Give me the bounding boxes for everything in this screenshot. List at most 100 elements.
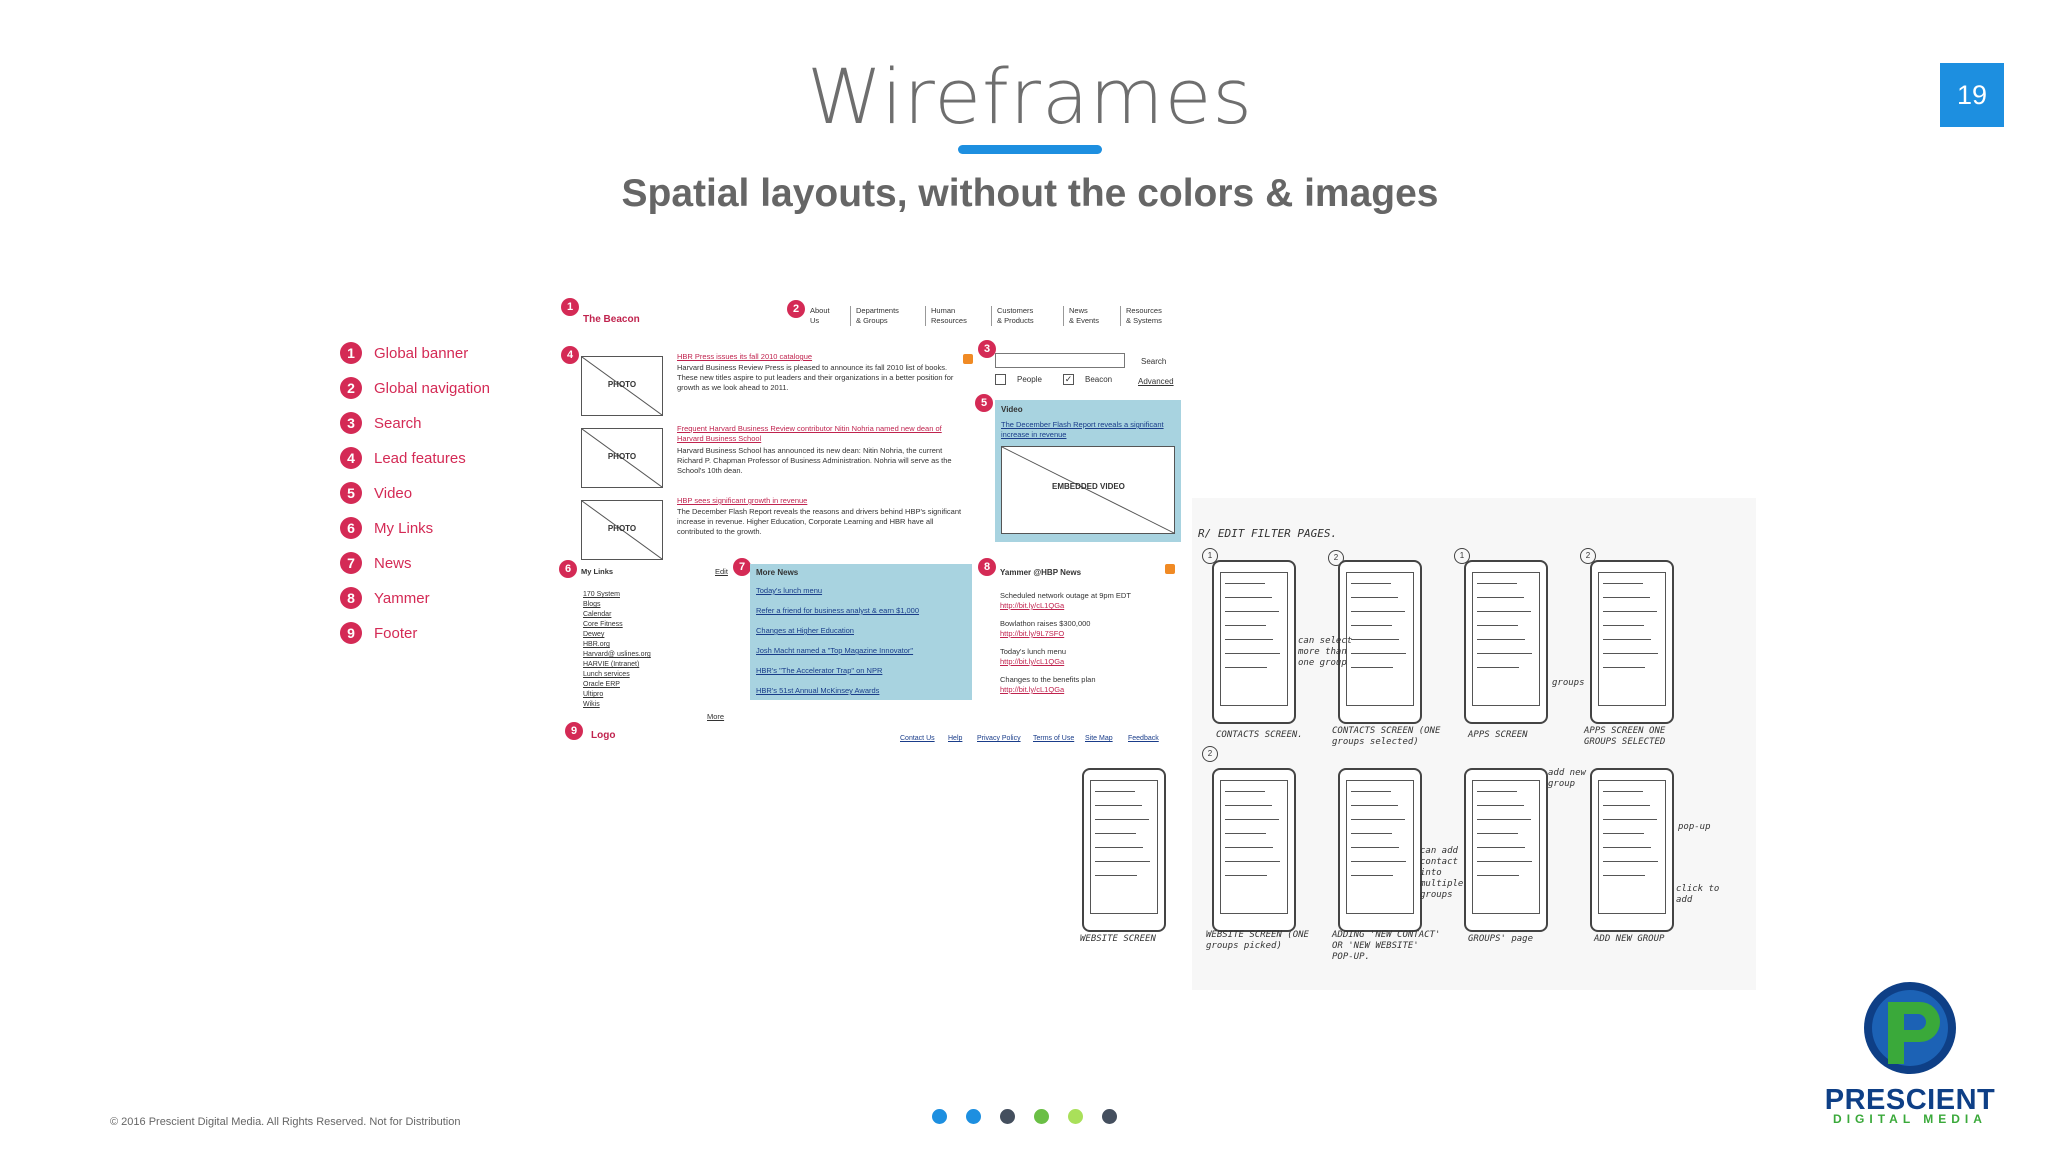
- yammer-post-link[interactable]: http://bit.ly/cL1QGa: [1000, 685, 1065, 694]
- phone-screen-sketch: [1220, 780, 1288, 914]
- sketch-note: can select more than one group: [1298, 636, 1353, 668]
- footer-link[interactable]: Contact Us: [900, 735, 935, 742]
- beacon-checkbox[interactable]: ✓: [1063, 374, 1074, 385]
- news-item[interactable]: Refer a friend for business analyst & ea…: [756, 606, 920, 615]
- nav-item[interactable]: Departments& Groups: [850, 306, 899, 326]
- yammer-post-link[interactable]: http://bit.ly/9L7SFO: [1000, 629, 1065, 638]
- search-input[interactable]: [995, 353, 1125, 368]
- phone-sketch: [1590, 560, 1674, 724]
- feature-headline[interactable]: HBP sees significant growth in revenue: [677, 496, 808, 505]
- nav-item-line1: About: [810, 306, 830, 315]
- news-item[interactable]: HBR's 51st Annual McKinsey Awards: [756, 686, 880, 695]
- slide-dot[interactable]: [1000, 1109, 1015, 1124]
- my-link-item[interactable]: Ultipro: [583, 691, 604, 698]
- slide-dot[interactable]: [966, 1109, 981, 1124]
- yammer-post-link[interactable]: http://bit.ly/cL1QGa: [1000, 657, 1065, 666]
- legend-label: Footer: [374, 624, 418, 642]
- nav-item[interactable]: Customers& Products: [991, 306, 1034, 326]
- legend-label: Lead features: [374, 449, 466, 467]
- sketch-line: [1351, 639, 1399, 640]
- my-link-item[interactable]: Oracle ERP: [583, 681, 620, 688]
- slide-dot[interactable]: [1102, 1109, 1117, 1124]
- my-link-item[interactable]: HBR.org: [583, 641, 610, 648]
- feature-headline[interactable]: HBR Press issues its fall 2010 catalogue: [677, 352, 813, 361]
- sketch-line: [1351, 583, 1391, 584]
- video-player[interactable]: EMBEDDED VIDEO: [1001, 446, 1175, 534]
- my-links-edit[interactable]: Edit: [715, 567, 728, 576]
- sketch-step-marker: 2: [1328, 550, 1344, 566]
- footer-link[interactable]: Privacy Policy: [977, 735, 1021, 742]
- feature-headline[interactable]: Frequent Harvard Business Review contrib…: [677, 424, 942, 443]
- my-link-item[interactable]: Lunch services: [583, 671, 630, 678]
- sketch-line: [1225, 653, 1280, 654]
- phone-sketch: [1338, 560, 1422, 724]
- my-link-item[interactable]: 170 System: [583, 591, 620, 598]
- slide-dot[interactable]: [1068, 1109, 1083, 1124]
- video-embed-label: EMBEDDED VIDEO: [1052, 482, 1125, 491]
- sketch-line: [1351, 597, 1398, 598]
- search-button[interactable]: Search: [1141, 357, 1167, 366]
- my-link-item[interactable]: Core Fitness: [583, 621, 623, 628]
- footer-link[interactable]: Site Map: [1085, 735, 1113, 742]
- sketch-line: [1225, 861, 1280, 862]
- phone-sketch: [1212, 768, 1296, 932]
- my-link-item[interactable]: Harvard@ uslines.org: [583, 651, 651, 658]
- footer-link[interactable]: Help: [948, 735, 963, 742]
- copyright-notice: © 2016 Prescient Digital Media. All Righ…: [110, 1116, 461, 1128]
- news-heading: More News: [756, 568, 799, 577]
- sketch-line: [1351, 875, 1393, 876]
- legend-label: Global navigation: [374, 379, 490, 397]
- legend-number: 8: [340, 587, 362, 609]
- my-link-item[interactable]: HARVIE (Intranet): [583, 661, 640, 668]
- nav-item-line1: Resources: [1126, 306, 1162, 315]
- slide-number-badge: 19: [1940, 63, 2004, 127]
- yammer-post-link[interactable]: http://bit.ly/cL1QGa: [1000, 601, 1065, 610]
- news-item[interactable]: HBR's "The Accelerator Trap" on NPR: [756, 666, 883, 675]
- my-link-item[interactable]: Wikis: [583, 701, 600, 708]
- sketch-line: [1095, 847, 1143, 848]
- sketch-line: [1095, 791, 1135, 792]
- sketch-line: [1351, 847, 1399, 848]
- footer-link[interactable]: Feedback: [1128, 735, 1159, 742]
- my-link-item[interactable]: Blogs: [583, 601, 601, 608]
- phone-sketch: [1464, 560, 1548, 724]
- people-checkbox[interactable]: [995, 374, 1006, 385]
- feature-body: Harvard Business School has announced it…: [677, 446, 952, 475]
- my-link-item[interactable]: Calendar: [583, 611, 612, 618]
- phone-sketch: [1082, 768, 1166, 932]
- footer-link[interactable]: Terms of Use: [1033, 735, 1075, 742]
- nav-item[interactable]: Resources& Systems: [1120, 306, 1162, 326]
- photo-placeholder: PHOTO: [581, 428, 663, 488]
- title-underline: [958, 145, 1102, 154]
- yammer-heading: Yammer @HBP News: [1000, 568, 1082, 577]
- sketch-line: [1225, 611, 1279, 612]
- my-links-more[interactable]: More: [707, 712, 725, 721]
- my-links-heading: My Links: [581, 567, 614, 576]
- news-item[interactable]: Josh Macht named a "Top Magazine Innovat…: [756, 646, 914, 655]
- slide-title: Wireframes: [807, 52, 1253, 141]
- slide-dot[interactable]: [1034, 1109, 1049, 1124]
- slide-dot[interactable]: [932, 1109, 947, 1124]
- nav-item-line1: Departments: [856, 306, 899, 315]
- phone-screen-sketch: [1598, 780, 1666, 914]
- sketch-line: [1603, 639, 1651, 640]
- phone-screen-sketch: [1346, 572, 1414, 706]
- legend-item: 2 Global navigation: [340, 373, 490, 403]
- feature-body: The December Flash Report reveals the re…: [677, 507, 962, 536]
- news-item[interactable]: Changes at Higher Education: [756, 626, 854, 635]
- advanced-search-link[interactable]: Advanced: [1138, 377, 1174, 386]
- video-link[interactable]: The December Flash Report reveals a sign…: [1001, 420, 1164, 439]
- sketch-caption: ADD NEW GROUP: [1594, 934, 1665, 944]
- nav-item-line2: & Products: [997, 316, 1034, 325]
- legend-number: 2: [340, 377, 362, 399]
- my-link-item[interactable]: Dewey: [583, 631, 605, 638]
- nav-item[interactable]: News& Events: [1063, 306, 1099, 326]
- sketch-line: [1225, 791, 1265, 792]
- news-item[interactable]: Today's lunch menu: [756, 586, 823, 595]
- marker-3: 3: [978, 340, 996, 358]
